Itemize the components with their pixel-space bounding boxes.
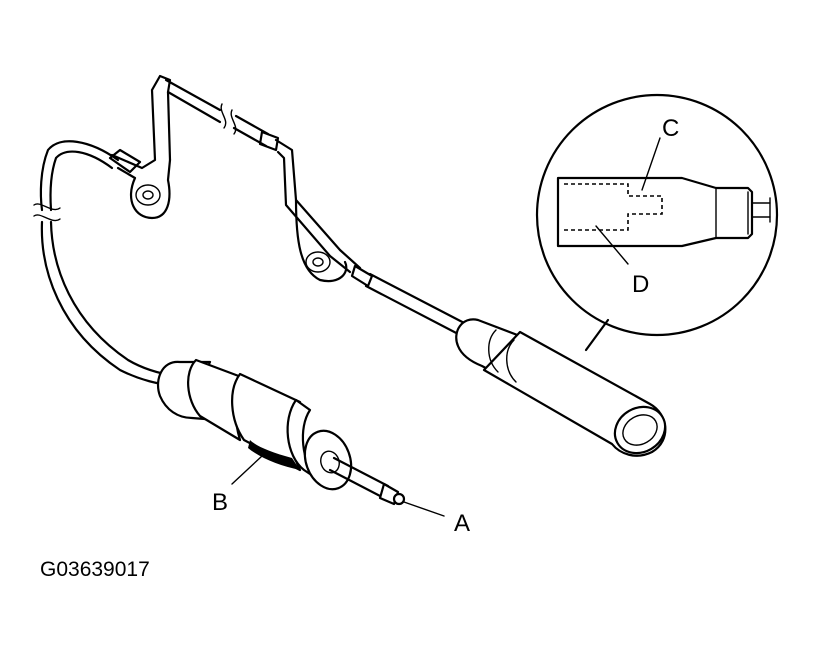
bracket-right xyxy=(274,138,374,288)
callout-leaders xyxy=(231,455,445,517)
harness-wire-right xyxy=(364,272,472,338)
connector-right xyxy=(455,318,667,457)
harness-wire-left xyxy=(33,140,178,387)
connector-left xyxy=(156,358,406,506)
label-c: C xyxy=(662,115,679,142)
figure-code: G03639017 xyxy=(40,558,150,581)
harness-wire-top xyxy=(164,78,280,152)
label-a: A xyxy=(454,510,470,537)
label-d: D xyxy=(632,271,649,298)
detail-magnifier xyxy=(535,93,779,352)
label-b: B xyxy=(212,489,228,516)
bracket-upper xyxy=(108,74,172,220)
